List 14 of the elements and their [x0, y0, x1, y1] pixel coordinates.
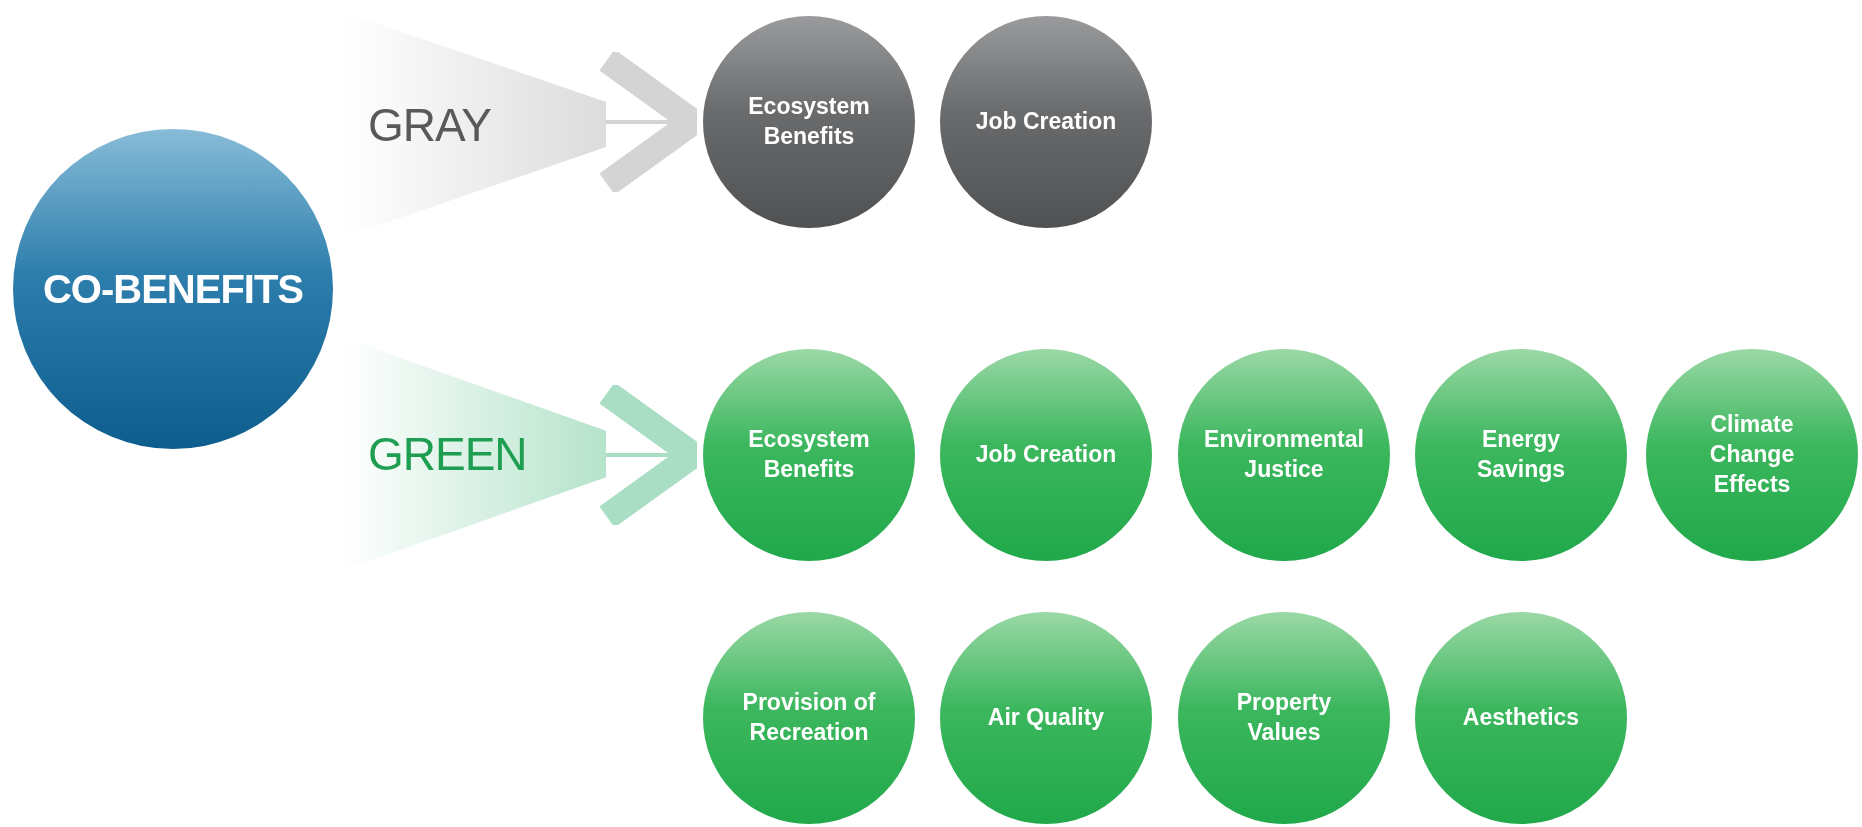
circle-label: Air Quality: [987, 703, 1105, 733]
circle-label: Climate Change Effects: [1708, 410, 1796, 499]
circle-label: Job Creation: [975, 107, 1117, 137]
category-label: GREEN: [367, 427, 528, 481]
circle-label: Ecosystem Benefits: [747, 425, 871, 484]
circle-label: Energy Savings: [1475, 425, 1567, 484]
circle-label: Property Values: [1235, 688, 1333, 747]
circle-label: Ecosystem Benefits: [747, 92, 871, 151]
circle-label: Provision of Recreation: [741, 688, 877, 747]
circle-label: Environmental Justice: [1203, 425, 1365, 484]
circle-label: Job Creation: [975, 440, 1117, 470]
circle-label: Aesthetics: [1462, 703, 1580, 733]
category-label: GRAY: [367, 97, 492, 152]
circle-label: CO-BENEFITS: [42, 266, 304, 313]
